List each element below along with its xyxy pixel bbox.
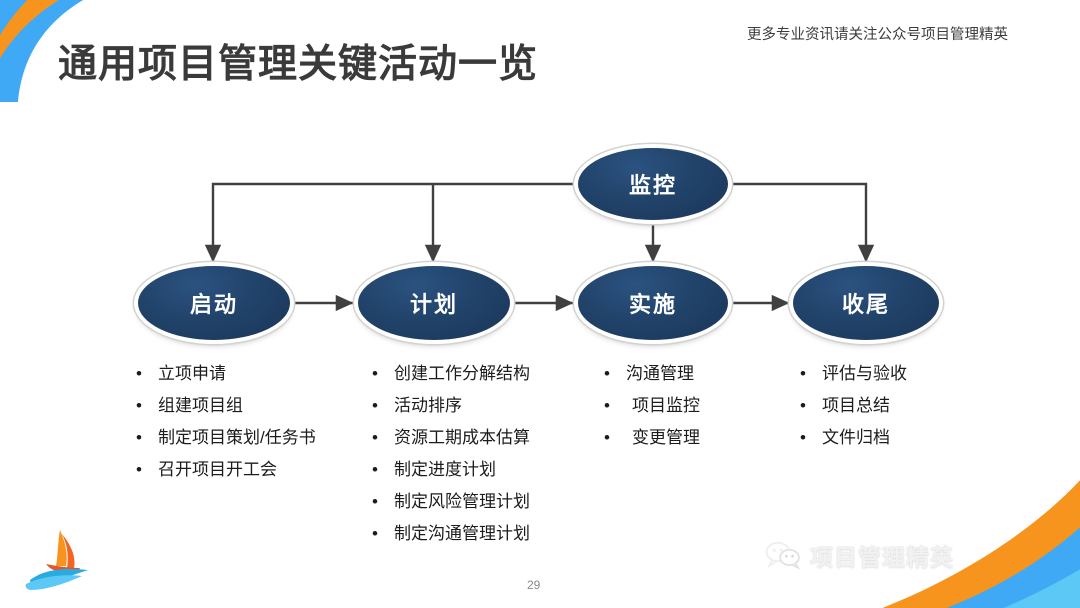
list-item-label: 项目监控 (632, 396, 700, 415)
node-monitor-label: 监控 (628, 173, 677, 198)
list-item: • 项目监控 (604, 394, 804, 417)
list-item: • 活动排序 (372, 394, 602, 417)
wechat-icon (765, 541, 800, 569)
bullet-dot-icon: • (604, 364, 610, 383)
list-item: • 创建工作分解结构 (372, 362, 602, 385)
list-item-label: 制定风险管理计划 (394, 492, 530, 511)
bullet-dot-icon: • (372, 364, 378, 383)
list-item: • 立项申请 (136, 362, 366, 385)
list-item: • 沟通管理 (604, 362, 804, 385)
bullet-dot-icon: • (372, 396, 378, 415)
node-close-label: 收尾 (841, 292, 890, 317)
node-start[interactable]: 启动 (138, 266, 290, 340)
bullet-dot-icon: • (800, 364, 806, 383)
bullet-dot-icon: • (372, 524, 378, 543)
bullet-dot-icon: • (800, 428, 806, 447)
promo-note: 更多专业资讯请关注公众号项目管理精英 (747, 27, 1008, 43)
bullet-column-execute: • 沟通管理 • 项目监控 • 变更管理 (604, 362, 804, 458)
list-item-label: 活动排序 (394, 396, 462, 415)
bullet-dot-icon: • (136, 396, 142, 415)
list-item-label: 资源工期成本估算 (394, 428, 530, 447)
list-item: • 制定风险管理计划 (372, 490, 602, 513)
bullet-dot-icon: • (372, 492, 378, 511)
node-plan[interactable]: 计划 (358, 266, 510, 340)
wechat-brand: 项目管理精英 (765, 538, 954, 572)
node-execute[interactable]: 实施 (578, 266, 728, 340)
brand-name: 项目管理精英 (810, 544, 954, 570)
bullet-dot-icon: • (604, 428, 610, 447)
bullet-column-plan: •创建工作分解结构•活动排序•资源工期成本估算•制定进度计划•制定风险管理计划•… (372, 362, 602, 554)
list-item: • 组建项目组 (136, 394, 366, 417)
bullet-dot-icon: • (800, 396, 806, 415)
list-item-label: 创建工作分解结构 (394, 364, 530, 383)
page-title: 通用项目管理关键活动一览 (58, 43, 539, 86)
bullet-dot-icon: • (372, 428, 378, 447)
list-item-label: 召开项目开工会 (158, 460, 277, 479)
bullet-column-close: • 评估与验收 • 项目总结 • 文件归档 (800, 362, 1000, 458)
list-item: • 评估与验收 (800, 362, 1000, 385)
list-item-label: 制定项目策划/任务书 (158, 428, 316, 447)
bullet-dot-icon: • (372, 460, 378, 479)
list-item: • 资源工期成本估算 (372, 426, 602, 449)
list-item: • 制定沟通管理计划 (372, 522, 602, 545)
list-item: • 文件归档 (800, 426, 1000, 449)
list-item: • 制定项目策划/任务书 (136, 426, 366, 449)
bullet-dot-icon: • (604, 396, 610, 415)
bullet-dot-icon: • (136, 364, 142, 383)
bullet-column-start: • 立项申请 • 组建项目组 • 制定项目策划/任务书 • 召开项目开工会 (136, 362, 366, 490)
list-item-label: 项目总结 (822, 396, 890, 415)
node-plan-label: 计划 (409, 292, 458, 317)
node-close[interactable]: 收尾 (793, 266, 939, 340)
list-item: • 召开项目开工会 (136, 458, 366, 481)
list-item-label: 变更管理 (632, 428, 700, 447)
list-item-label: 立项申请 (158, 364, 226, 383)
list-item-label: 组建项目组 (158, 396, 243, 415)
list-item-label: 制定沟通管理计划 (394, 524, 530, 543)
list-item-label: 文件归档 (822, 428, 890, 447)
list-item-label: 沟通管理 (626, 364, 694, 383)
list-item-label: 评估与验收 (822, 364, 907, 383)
sailboat-logo-icon (25, 530, 88, 590)
node-start-label: 启动 (189, 292, 238, 317)
list-item: • 制定进度计划 (372, 458, 602, 481)
list-item-label: 制定进度计划 (394, 460, 496, 479)
node-execute-label: 实施 (628, 292, 677, 317)
page-number: 29 (527, 578, 541, 592)
list-item: • 变更管理 (604, 426, 804, 449)
node-monitor[interactable]: 监控 (578, 148, 728, 220)
bullet-dot-icon: • (136, 460, 142, 479)
list-item: • 项目总结 (800, 394, 1000, 417)
bullet-dot-icon: • (136, 428, 142, 447)
